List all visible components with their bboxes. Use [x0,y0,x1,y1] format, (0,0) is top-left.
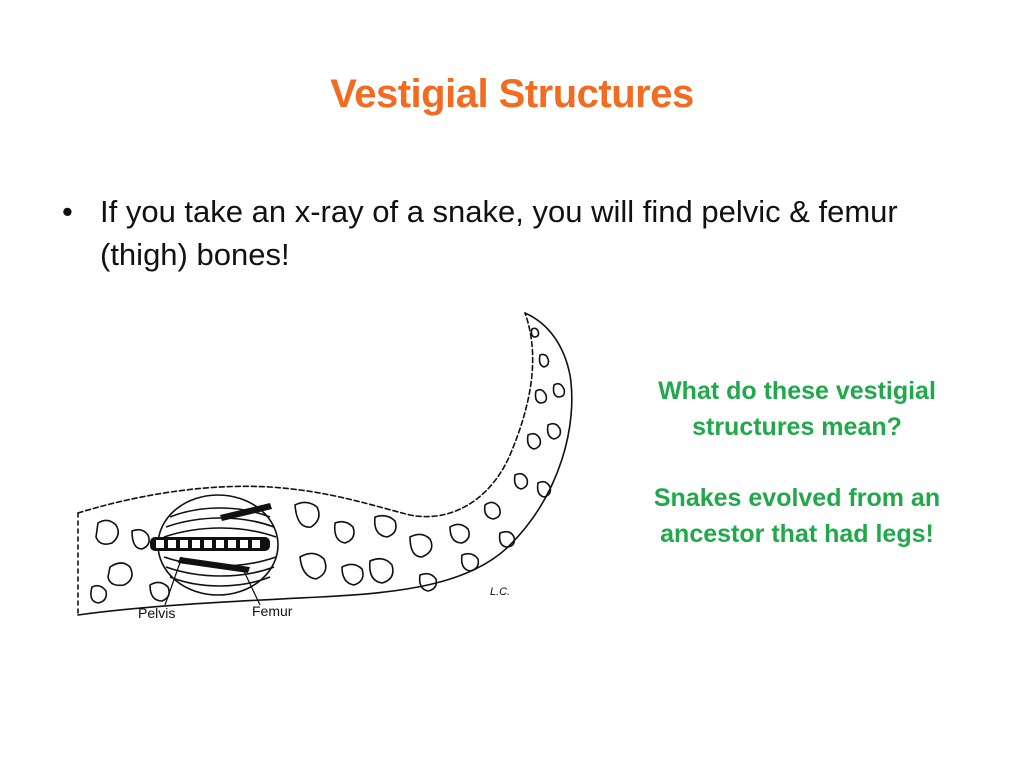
bullet-dot-icon: • [62,194,73,229]
bullet-text: If you take an x-ray of a snake, you wil… [100,194,898,273]
artist-initials: L.C. [490,586,510,598]
callout-answer: Snakes evolved from an ancestor that had… [653,484,941,548]
bullet-list: • If you take an x-ray of a snake, you w… [58,190,958,277]
snake-xray-illustration: Pelvis Femur L.C. [77,312,573,621]
pelvis-label: Pelvis [138,605,175,621]
callout-question: What do these vestigial structures mean? [658,377,936,441]
callout-box: What do these vestigial structures mean?… [612,374,982,552]
femur-label: Femur [252,603,293,619]
slide-title: Vestigial Structures [330,72,694,116]
bullet-item: • If you take an x-ray of a snake, you w… [58,190,958,277]
